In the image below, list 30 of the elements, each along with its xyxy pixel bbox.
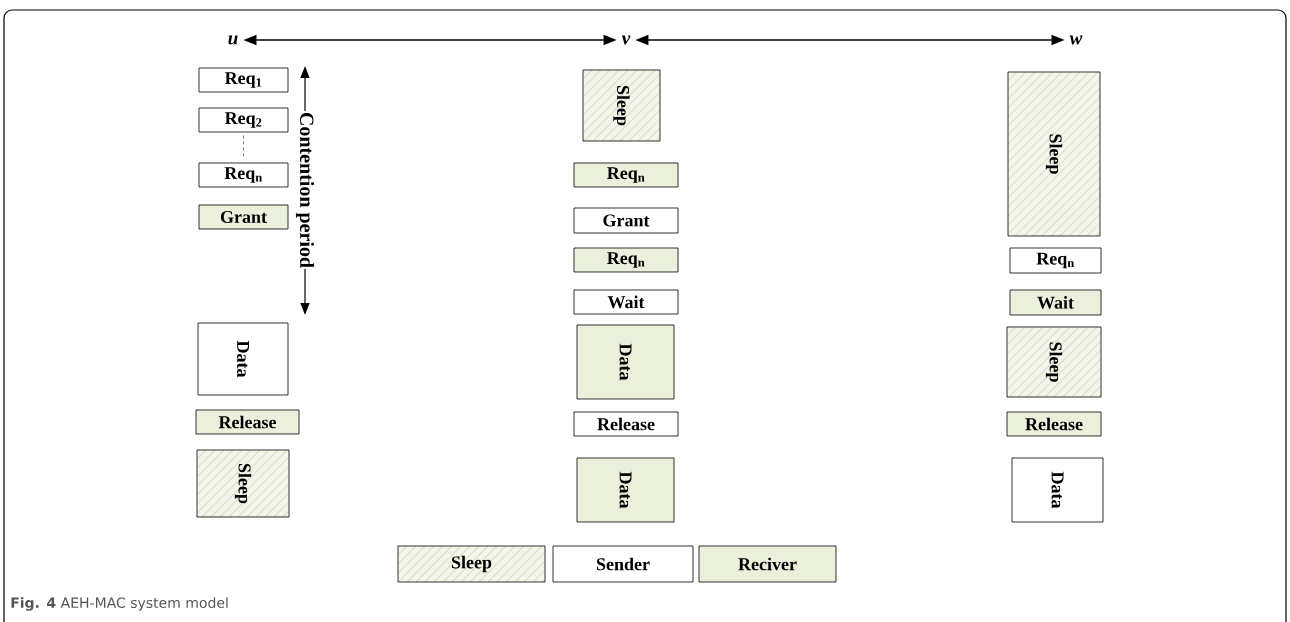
sender-box: Data [1011, 457, 1104, 523]
sleep-box: Sleep [1006, 326, 1102, 398]
sender-box: Req$_{2}$ [198, 107, 289, 133]
legend-item: Reciver [698, 545, 837, 583]
receiver-box: Data [576, 457, 675, 523]
receiver-box: Wait [1009, 289, 1102, 316]
connector-line [243, 135, 244, 160]
sender-box: Release [573, 411, 679, 437]
sender-box: Data [197, 322, 289, 396]
sleep-box: Sleep [582, 69, 661, 142]
legend-item: Sleep [397, 545, 546, 583]
receiver-box: Data [576, 324, 675, 400]
receiver-box: Release [195, 409, 300, 435]
sender-box: Wait [573, 289, 679, 315]
dimension-label: Contention period [294, 110, 316, 270]
sender-box: Grant [573, 207, 679, 234]
sleep-box: Sleep [1007, 71, 1101, 237]
sender-box: Req$_{n}$ [1009, 247, 1102, 274]
receiver-box: Req$_{n}$ [573, 162, 679, 188]
receiver-box: Req$_{n}$ [573, 247, 679, 273]
sleep-box: Sleep [196, 449, 290, 518]
legend-item: Sender [552, 545, 694, 583]
caption: Fig. 4 AEH-MAC system model [11, 597, 228, 611]
axis-letter: w [1069, 35, 1083, 45]
sender-box: Req$_{n}$ [198, 162, 289, 188]
axis-letter: u [228, 35, 238, 45]
axis-letter: v [621, 35, 631, 45]
sender-box: Req$_{1}$ [198, 67, 289, 93]
receiver-box: Grant [198, 204, 289, 230]
receiver-box: Release [1006, 411, 1102, 437]
